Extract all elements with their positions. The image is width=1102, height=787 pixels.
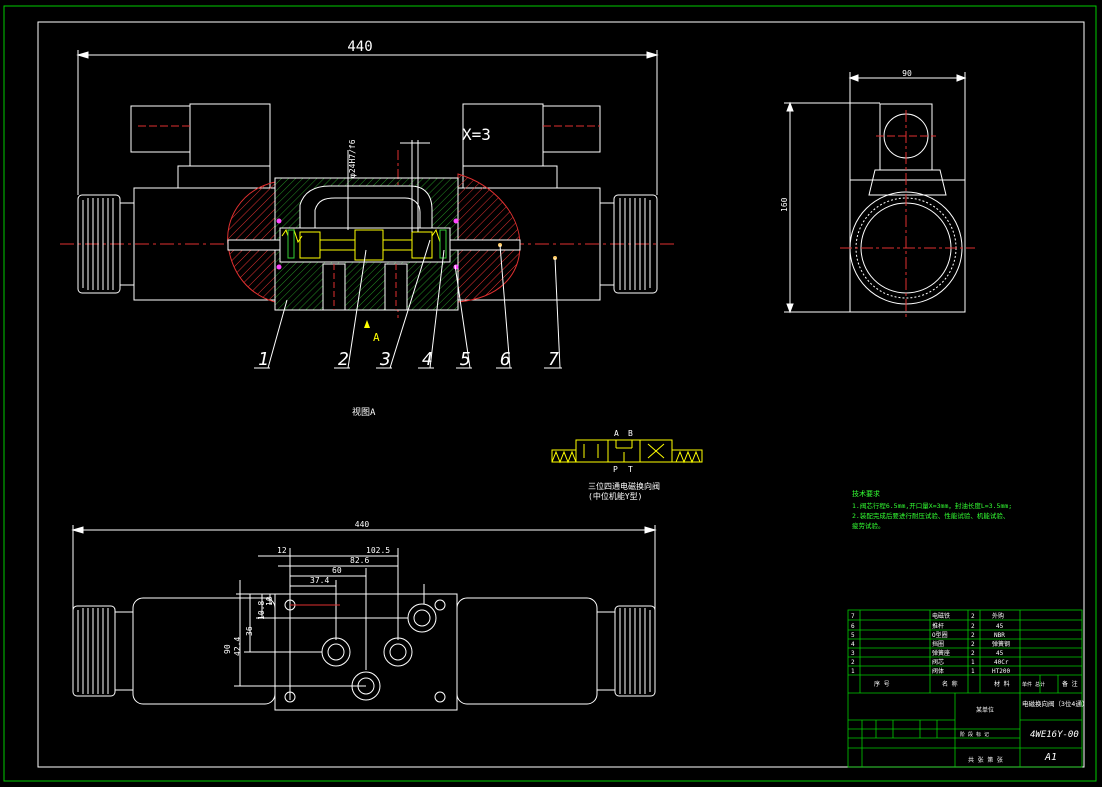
part-qty: 2 xyxy=(971,641,975,648)
port-p: P xyxy=(613,465,618,474)
header-note: 备 注 xyxy=(1062,680,1078,688)
dim-x-offset: X=3 xyxy=(462,125,491,144)
sheets-label: 共 张 第 张 xyxy=(968,756,1003,764)
dim-37-4: 37.4 xyxy=(310,576,329,585)
tech-title: 技术要求 xyxy=(852,489,880,498)
dim-side-height: 160 xyxy=(780,197,789,212)
part-mat: 45 xyxy=(996,623,1004,630)
balloon-4: 4 xyxy=(422,349,433,370)
company-name: 某单位 xyxy=(976,706,994,714)
dim-10-8: 10.8 xyxy=(257,601,266,620)
part-no: 3 xyxy=(851,650,855,657)
port-b: B xyxy=(628,429,633,438)
side-view xyxy=(784,72,975,320)
title-block xyxy=(847,609,1083,768)
bottom-view xyxy=(71,525,657,711)
dim-42-4: 42.4 xyxy=(233,637,242,656)
header-name: 名 称 xyxy=(942,680,958,688)
dim-12: 12 xyxy=(277,546,287,555)
outer-frame xyxy=(3,5,1097,782)
part-qty: 2 xyxy=(971,650,975,657)
part-no: 7 xyxy=(851,613,855,620)
front-section-view xyxy=(60,50,675,369)
view-arrow-label: A xyxy=(373,331,380,344)
stage-label: 阶 段 标 记 xyxy=(960,731,989,738)
part-mat: 弹簧钢 xyxy=(992,640,1010,648)
part-mat: 40Cr xyxy=(994,659,1009,666)
drawing-name: 电磁换向阀（3位4通） xyxy=(1022,699,1088,708)
sheet-size: A1 xyxy=(1044,752,1057,763)
header-no: 序 号 xyxy=(874,680,890,688)
part-name: 阀体 xyxy=(932,667,944,675)
dim-bore-fit: φ24H7/f6 xyxy=(348,139,357,178)
tech-line-2: 2.装配完成后要进行耐压试验、性能试验、机能试验、 xyxy=(852,511,1009,520)
part-qty: 2 xyxy=(971,623,975,630)
balloon-5: 5 xyxy=(460,349,471,370)
part-no: 1 xyxy=(851,668,855,675)
balloon-2: 2 xyxy=(338,349,349,370)
part-name: 阀芯 xyxy=(932,658,944,666)
dim-82-6: 82.6 xyxy=(350,556,369,565)
part-name: O型圈 xyxy=(932,631,948,639)
balloon-7: 7 xyxy=(548,349,559,370)
part-mat: 外购 xyxy=(992,612,1004,620)
header-mat: 材 料 xyxy=(994,680,1010,688)
tech-line-1: 1.阀芯行程6.5mm,开口量X=3mm，封油长度L=3.5mm; xyxy=(852,501,1012,510)
part-name: 弹簧座 xyxy=(932,649,950,657)
part-no: 5 xyxy=(851,632,855,639)
parts-list: 7 电磁铁 2 外购 6 推杆 2 45 5 O型圈 2 NBR 4 挡圈 2 … xyxy=(851,612,1078,688)
view-a-label: 视图A xyxy=(352,406,376,418)
drawing-number: 4WE16Y-00 xyxy=(1030,730,1079,740)
part-mat: NBR xyxy=(994,632,1005,639)
dim-90: 90 xyxy=(223,644,232,654)
part-qty: 2 xyxy=(971,632,975,639)
part-qty: 1 xyxy=(971,659,975,666)
part-no: 4 xyxy=(851,641,855,648)
dim-102-5: 102.5 xyxy=(366,546,390,555)
part-no: 2 xyxy=(851,659,855,666)
dim-10: 10 xyxy=(265,596,274,606)
dim-60: 60 xyxy=(332,566,342,575)
part-name: 推杆 xyxy=(932,622,944,630)
balloon-3: 3 xyxy=(379,349,391,370)
balloon-1: 1 xyxy=(258,349,269,370)
dim-top-width: 440 xyxy=(347,39,372,55)
inner-frame xyxy=(37,21,1085,768)
part-mat: 45 xyxy=(996,650,1004,657)
dim-36: 36 xyxy=(245,626,254,636)
dim-bottom-width: 440 xyxy=(355,520,370,529)
part-qty: 2 xyxy=(971,613,975,620)
port-t: T xyxy=(628,465,633,474)
valve-caption-2: (中位机能Y型) xyxy=(588,491,642,501)
port-a: A xyxy=(614,429,619,438)
part-name: 电磁铁 xyxy=(932,612,950,620)
balloon-numbers: 1 2 3 4 5 6 7 xyxy=(258,349,559,370)
part-qty: 1 xyxy=(971,668,975,675)
tech-line-3: 疲劳试验。 xyxy=(852,521,885,530)
dim-side-width: 90 xyxy=(902,69,912,78)
valve-caption-1: 三位四通电磁换向阀 xyxy=(588,481,660,491)
header-weight: 单件 总计 xyxy=(1022,681,1045,688)
balloon-6: 6 xyxy=(500,349,511,370)
part-mat: HT200 xyxy=(992,668,1010,675)
valve-symbol xyxy=(551,439,703,464)
part-name: 挡圈 xyxy=(932,640,944,648)
bottom-dims: 440 12 102.5 82.6 60 37.4 10 10.8 36 42.… xyxy=(223,520,390,656)
part-no: 6 xyxy=(851,623,855,630)
